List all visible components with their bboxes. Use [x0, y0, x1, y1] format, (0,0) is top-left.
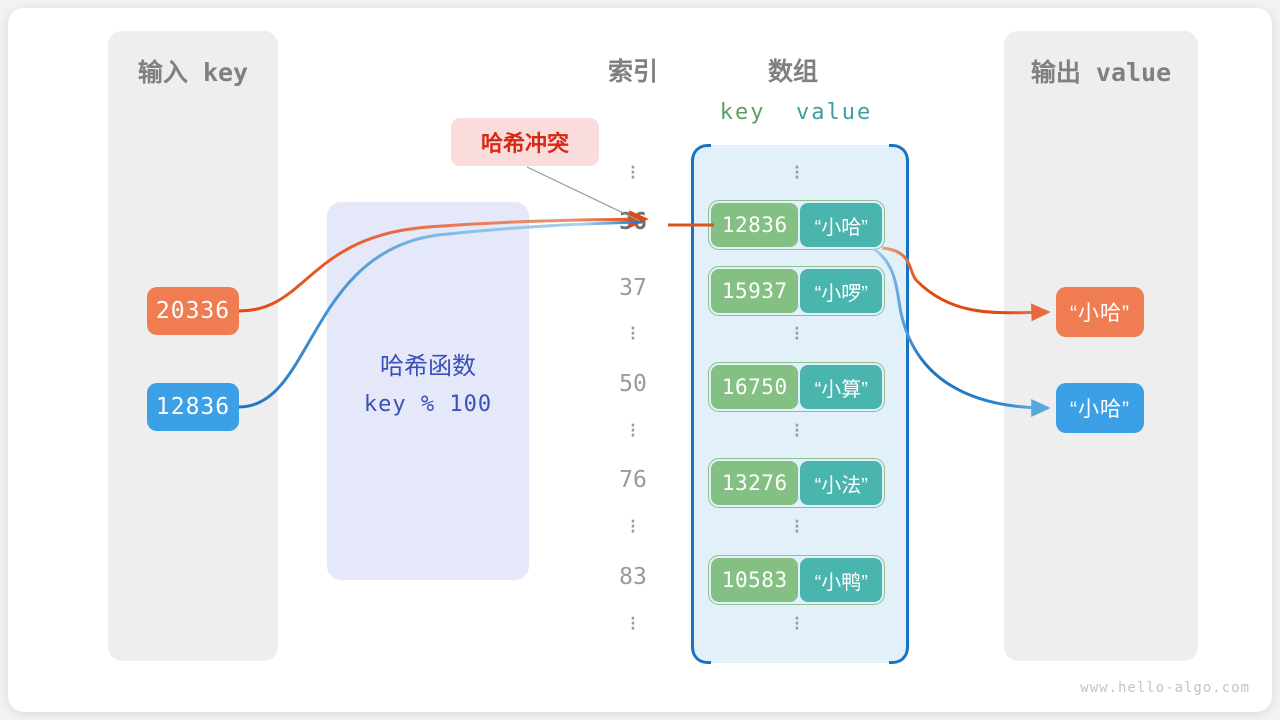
diagram-card: 输入 key 20336 12836 哈希函数 key % 100 哈希冲突 索…	[8, 8, 1272, 712]
array-ellipsis: ···	[792, 504, 802, 544]
index-column-header: 索引	[607, 58, 658, 86]
input-key-chip-12836: 12836	[147, 383, 239, 431]
entry-value: “小啰”	[800, 269, 882, 313]
entry-value: “小算”	[800, 365, 882, 409]
array-entry-36: 12836“小哈”	[708, 200, 885, 250]
index-label-76: 76	[619, 467, 647, 493]
hash-function-name: 哈希函数	[380, 353, 476, 380]
entry-value: “小鸭”	[800, 558, 882, 602]
array-ellipsis: ···	[792, 311, 802, 351]
wire-output-orange	[881, 246, 1051, 322]
entry-key: 10583	[711, 558, 799, 602]
array-ellipsis: ···	[792, 150, 802, 190]
input-key-panel: 输入 key	[108, 31, 278, 661]
index-label-37: 37	[619, 275, 647, 301]
input-key-chip-20336: 20336	[147, 287, 239, 335]
callout-leader-line	[526, 166, 641, 222]
connector-wires	[238, 166, 1051, 417]
index-ellipsis: ···	[628, 311, 638, 351]
wire-input-orange	[238, 210, 649, 313]
wire-input-blue	[238, 220, 643, 409]
array-entry-50: 16750“小算”	[708, 362, 885, 412]
key-header-label: key	[719, 100, 766, 125]
output-panel-title: 输出 value	[1030, 58, 1172, 87]
output-value-chip-blue: “小哈”	[1056, 383, 1144, 433]
array-ellipsis: ···	[792, 601, 802, 641]
index-ellipsis: ···	[628, 601, 638, 641]
output-value-panel: 输出 value	[1004, 31, 1198, 661]
value-header-label: value	[796, 100, 873, 125]
index-ellipsis: ···	[628, 408, 638, 448]
entry-key: 15937	[711, 269, 799, 313]
hash-collision-callout: 哈希冲突	[451, 118, 599, 166]
hash-function-expression: key % 100	[363, 392, 493, 417]
watermark: www.hello-algo.com	[1080, 680, 1250, 696]
array-entry-83: 10583“小鸭”	[708, 555, 885, 605]
index-label-83: 83	[619, 564, 647, 590]
index-ellipsis: ···	[628, 150, 638, 190]
entry-key: 12836	[711, 203, 799, 247]
index-label-50: 50	[619, 371, 647, 397]
entry-key: 13276	[711, 461, 799, 505]
index-ellipsis: ···	[628, 504, 638, 544]
entry-value: “小法”	[800, 461, 882, 505]
wire-output-blue	[873, 247, 1051, 417]
input-panel-title: 输入 key	[137, 58, 249, 87]
array-ellipsis: ···	[792, 408, 802, 448]
array-entry-76: 13276“小法”	[708, 458, 885, 508]
array-column-header: 数组	[767, 58, 818, 86]
array-entry-37: 15937“小啰”	[708, 266, 885, 316]
key-value-header: key value	[696, 100, 896, 125]
entry-value: “小哈”	[800, 203, 882, 247]
output-value-chip-orange: “小哈”	[1056, 287, 1144, 337]
entry-key: 16750	[711, 365, 799, 409]
hash-function-box: 哈希函数 key % 100	[327, 202, 529, 580]
